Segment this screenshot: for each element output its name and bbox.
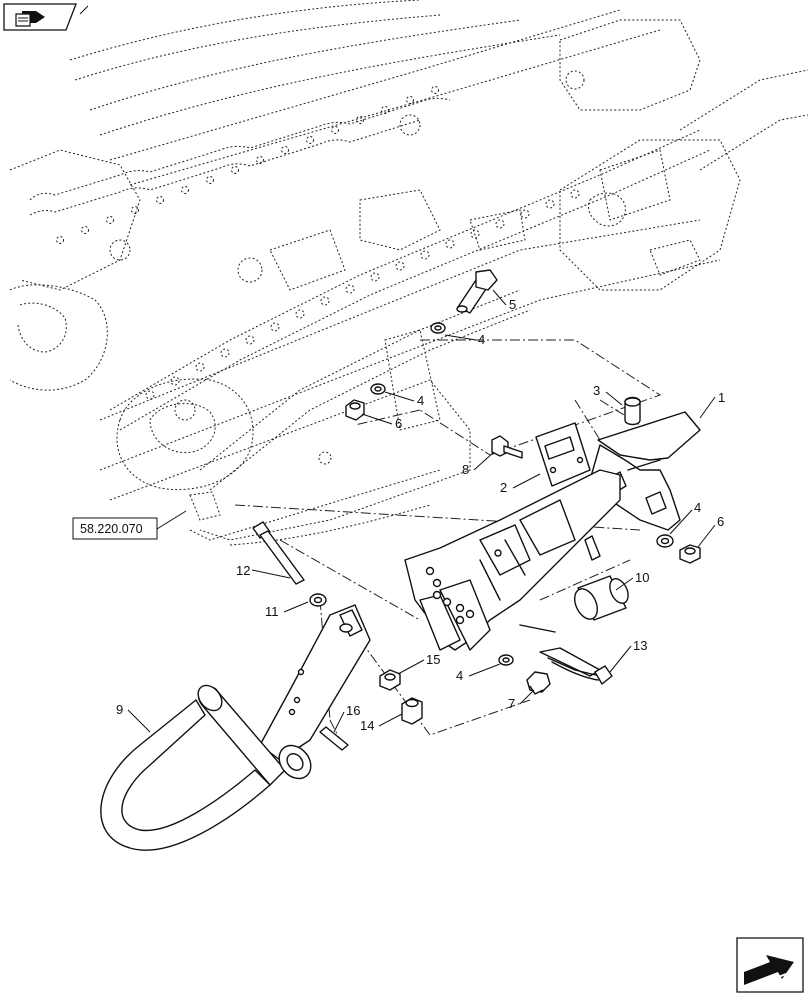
part-15-nut[interactable] xyxy=(379,669,401,691)
callout-7: 7 xyxy=(508,689,535,711)
callout-6-right: 6 xyxy=(697,514,724,548)
part-12-bolt[interactable] xyxy=(252,521,305,585)
part-9-hitch[interactable] xyxy=(100,604,371,851)
svg-text:13: 13 xyxy=(633,638,647,653)
callout-8: 8 xyxy=(462,451,495,477)
svg-text:4: 4 xyxy=(478,332,485,347)
svg-text:1: 1 xyxy=(718,390,725,405)
part-10-pin[interactable] xyxy=(570,575,632,623)
callout-14: 14 xyxy=(360,713,403,733)
svg-text:4: 4 xyxy=(456,668,463,683)
svg-text:6: 6 xyxy=(395,416,402,431)
callout-11: 11 xyxy=(265,601,309,619)
part-4-washer-bottom[interactable] xyxy=(498,654,514,666)
callout-15: 15 xyxy=(397,652,440,675)
svg-text:11: 11 xyxy=(265,604,279,619)
nav-badge[interactable] xyxy=(3,3,89,31)
svg-text:14: 14 xyxy=(360,718,374,733)
callout-16: 16 xyxy=(333,703,360,733)
part-4-washer-mid[interactable] xyxy=(370,383,386,395)
part-4-washer-top[interactable] xyxy=(430,322,446,334)
svg-text:3: 3 xyxy=(593,383,600,398)
svg-text:4: 4 xyxy=(417,393,424,408)
part-4-washer-right[interactable] xyxy=(656,534,674,548)
svg-text:2: 2 xyxy=(500,480,507,495)
svg-text:12: 12 xyxy=(236,563,250,578)
callout-1: 1 xyxy=(699,390,725,419)
callout-5: 5 xyxy=(492,289,516,312)
chain-row-1 xyxy=(29,97,451,216)
callout-9: 9 xyxy=(116,702,151,733)
svg-text:6: 6 xyxy=(717,514,724,529)
book-arrow-icon xyxy=(15,11,45,27)
callout-12: 12 xyxy=(236,563,291,579)
main-weldment xyxy=(404,469,621,651)
svg-text:7: 7 xyxy=(508,696,515,711)
callout-13: 13 xyxy=(609,638,647,673)
part-13-lynch-pin[interactable] xyxy=(539,647,613,685)
svg-text:5: 5 xyxy=(509,297,516,312)
svg-text:8: 8 xyxy=(462,462,469,477)
part-5-bolt[interactable] xyxy=(456,269,498,314)
part-2-plate[interactable] xyxy=(535,422,591,487)
chain-row-2 xyxy=(145,189,580,400)
svg-text:16: 16 xyxy=(346,703,360,718)
part-6-nut-right[interactable] xyxy=(679,544,701,564)
part-6-nut-mid[interactable] xyxy=(345,399,365,421)
next-page-arrow-icon[interactable] xyxy=(736,937,804,993)
callout-4-right: 4 xyxy=(669,500,701,535)
svg-text:15: 15 xyxy=(426,652,440,667)
chain-row-3 xyxy=(56,86,439,244)
svg-text:9: 9 xyxy=(116,702,123,717)
part-8-bolt[interactable] xyxy=(491,435,523,459)
machine-context-outline xyxy=(9,0,808,546)
callout-6-mid: 6 xyxy=(361,413,402,431)
callout-10: 10 xyxy=(615,570,649,591)
callout-4-bottom: 4 xyxy=(456,663,501,683)
reference-link[interactable]: 58.220.070 xyxy=(72,510,187,540)
svg-text:4: 4 xyxy=(694,500,701,515)
callout-2: 2 xyxy=(500,473,541,495)
part-7-bolt[interactable] xyxy=(526,671,551,695)
part-14-nut[interactable] xyxy=(401,697,423,725)
callout-3: 3 xyxy=(593,383,623,406)
part-11-washer[interactable] xyxy=(309,593,327,607)
svg-text:10: 10 xyxy=(635,570,649,585)
part-3-spacer[interactable] xyxy=(624,396,641,426)
reference-label: 58.220.070 xyxy=(80,522,143,536)
callout-4-mid: 4 xyxy=(384,391,424,408)
part-16-pin[interactable] xyxy=(319,726,349,751)
callout-4-top: 4 xyxy=(444,332,485,347)
